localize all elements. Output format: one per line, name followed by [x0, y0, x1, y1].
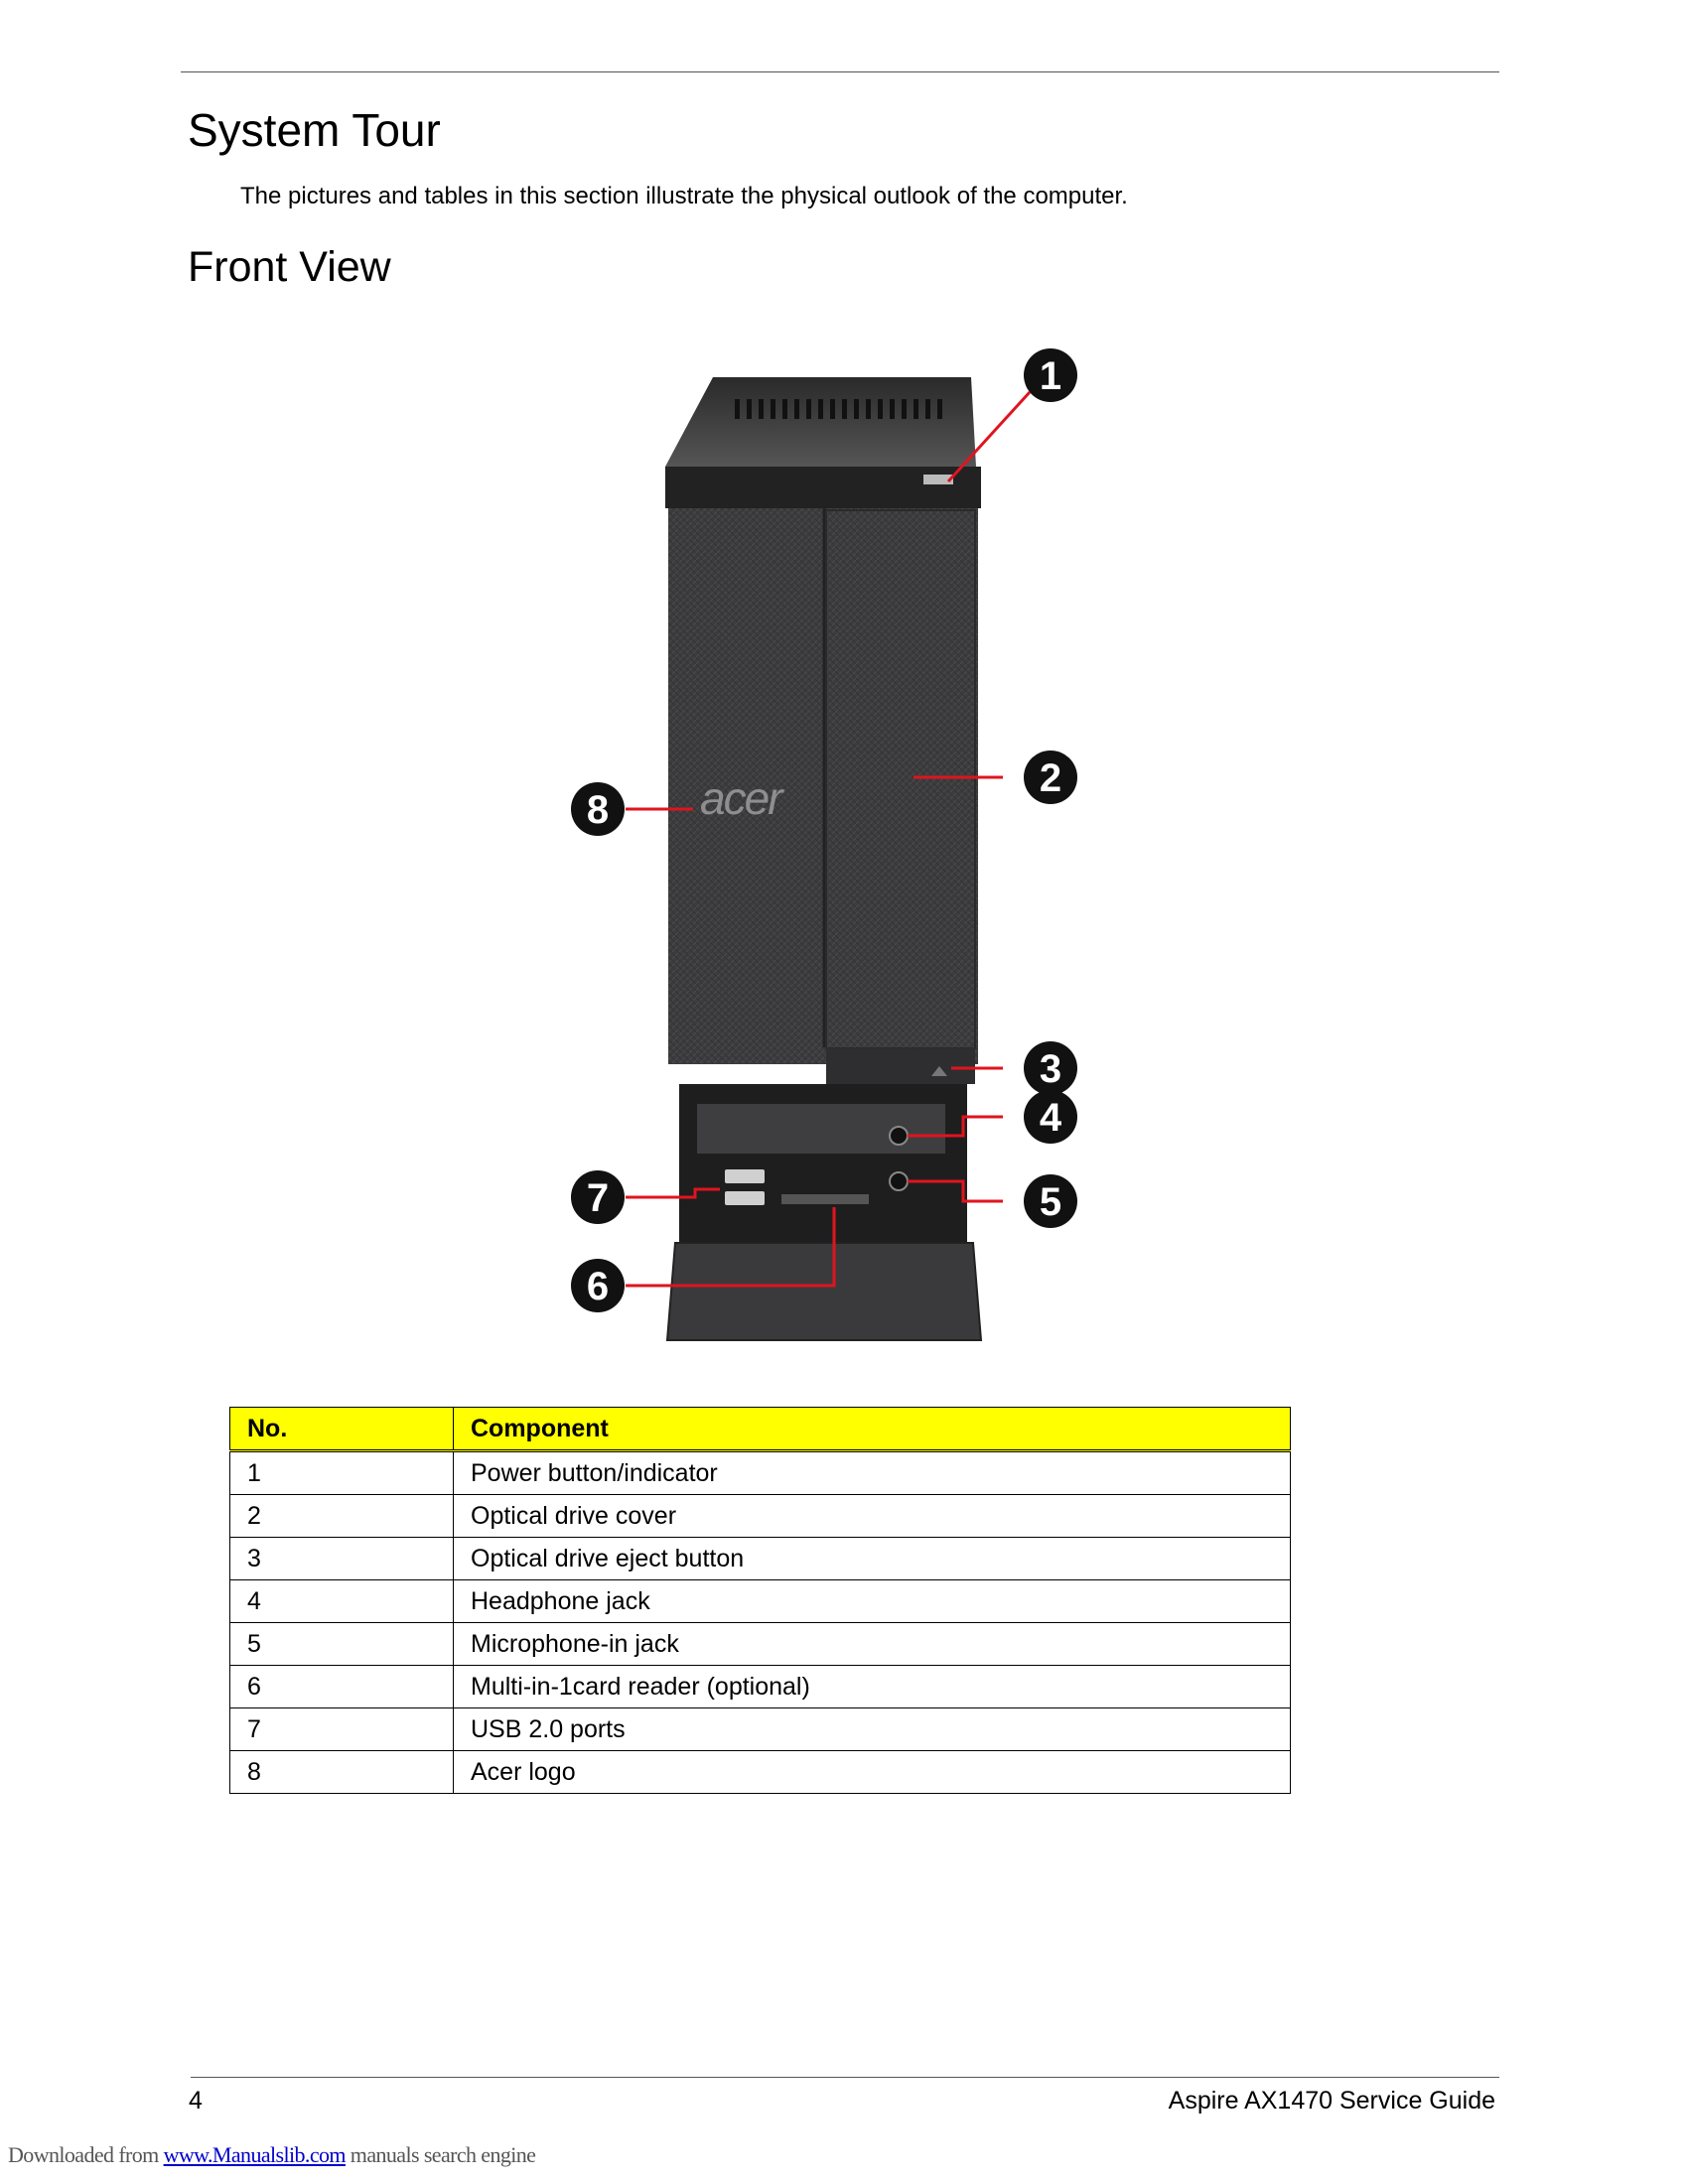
card-reader-slot: [781, 1194, 869, 1204]
callout-1: 1: [1024, 348, 1077, 402]
optical-drive-cover: [825, 509, 976, 1049]
usb-ports: [725, 1169, 765, 1205]
section-heading: Front View: [188, 243, 391, 291]
row-no: 2: [229, 1494, 454, 1538]
bottom-rule: [191, 2077, 1499, 2078]
row-no: 1: [229, 1450, 454, 1495]
row-component: USB 2.0 ports: [453, 1707, 1291, 1751]
row-component: Headphone jack: [453, 1579, 1291, 1623]
footer-title: Aspire AX1470 Service Guide: [1168, 2087, 1495, 2115]
header-component: Component: [453, 1407, 1291, 1452]
download-footer: Downloaded from www.Manualslib.com manua…: [8, 2142, 536, 2168]
row-no: 4: [229, 1579, 454, 1623]
port-bay-window: [697, 1104, 945, 1154]
callout-3-label: 3: [1040, 1047, 1061, 1091]
row-no: 7: [229, 1707, 454, 1751]
row-component: Optical drive eject button: [453, 1537, 1291, 1580]
callout-5-label: 5: [1040, 1180, 1061, 1224]
callout-3: 3: [1024, 1041, 1077, 1095]
callout-1-label: 1: [1040, 354, 1061, 398]
microphone-jack: [889, 1171, 909, 1191]
manualslib-link[interactable]: www.Manualslib.com: [163, 2142, 347, 2167]
callout-8-label: 8: [587, 788, 609, 832]
row-component: Optical drive cover: [453, 1494, 1291, 1538]
row-no: 8: [229, 1750, 454, 1794]
callout-4-label: 4: [1040, 1096, 1062, 1140]
callout-7-label: 7: [587, 1176, 609, 1220]
download-prefix: Downloaded from: [8, 2142, 159, 2167]
callout-6-label: 6: [587, 1265, 609, 1308]
row-no: 6: [229, 1665, 454, 1708]
front-top-strip: [665, 467, 981, 508]
row-component: Microphone-in jack: [453, 1622, 1291, 1666]
eject-icon: [931, 1066, 947, 1076]
callout-5: 5: [1024, 1174, 1077, 1228]
page-heading: System Tour: [188, 104, 441, 156]
leader-lines: [626, 390, 1032, 1288]
callout-4: 4: [1024, 1090, 1077, 1144]
chassis-top: [665, 377, 976, 467]
row-component: Acer logo: [453, 1750, 1291, 1794]
chassis-foot: [665, 1242, 983, 1341]
table-header-row: No. Component: [229, 1407, 1291, 1452]
intro-paragraph: The pictures and tables in this section …: [240, 183, 1128, 209]
row-component: Power button/indicator: [453, 1450, 1291, 1495]
callout-8: 8: [571, 782, 625, 836]
row-component: Multi-in-1card reader (optional): [453, 1665, 1291, 1708]
headphone-jack: [889, 1126, 909, 1146]
header-no: No.: [229, 1407, 454, 1452]
front-view-figure: acer 1 2 3 4 5 6 7 8: [571, 348, 1077, 1341]
download-suffix: manuals search engine: [345, 2142, 536, 2167]
brand-logo: acer: [700, 772, 784, 824]
callout-6: 6: [571, 1259, 625, 1312]
top-rule: [181, 71, 1499, 72]
eject-strip: [826, 1048, 975, 1084]
page-number: 4: [189, 2087, 203, 2115]
top-vents: [735, 399, 942, 419]
row-no: 5: [229, 1622, 454, 1666]
callout-2: 2: [1024, 751, 1077, 804]
callout-2-label: 2: [1040, 756, 1061, 800]
power-button-icon: [923, 475, 953, 484]
row-no: 3: [229, 1537, 454, 1580]
callout-7: 7: [571, 1170, 625, 1224]
